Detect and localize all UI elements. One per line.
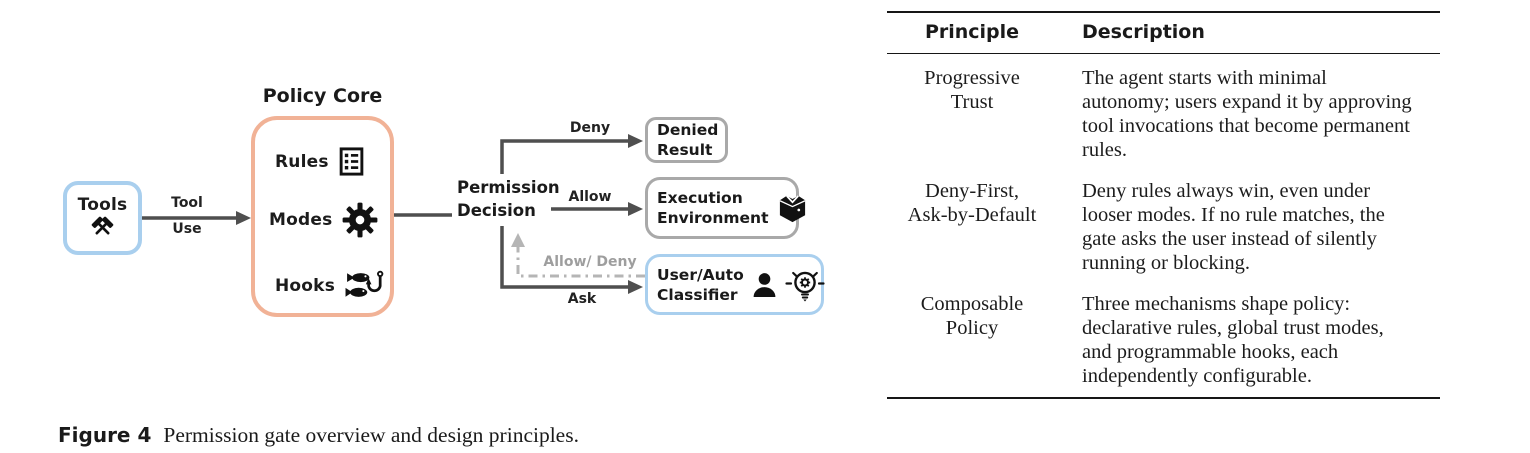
figure-caption-text: Permission gate overview and design prin… [163,423,579,447]
denied-result-line2: Result [657,141,713,159]
design-principles-table: Principle Description Progressive Trust … [887,11,1440,399]
lightbulb-gear-icon [785,271,825,302]
policy-item-rules: Rules [275,147,364,176]
user-auto-classifier-node: User/Auto Classifier [645,254,825,315]
table-row: Composable Policy Three mechanisms shape… [887,280,1440,397]
package-icon [780,194,806,222]
policy-core-title: Policy Core [262,85,383,107]
permission-decision-line2: Decision [457,201,536,220]
tools-label: Tools [77,195,128,215]
hooks-label: Hooks [275,276,336,296]
gear-icon [343,202,378,238]
tool-use-label-line1: Tool [171,195,203,211]
connector-lines [141,134,645,294]
user-auto-classifier-line1: User/Auto [657,265,744,284]
description-cell: Three mechanisms shape policy: declarati… [1082,293,1384,387]
policy-core-node: Rules Modes [251,116,394,317]
user-auto-classifier-line2: Classifier [657,285,738,304]
arrowhead-feedback [511,233,525,247]
arrowhead-tool-use [236,211,251,225]
principle-cell: Composable Policy [920,293,1024,339]
table-header-row: Principle Description [887,13,1440,54]
allow-deny-feedback-label: Allow/ Deny [543,254,637,270]
permission-decision-line1: Permission [457,178,560,197]
table-row: Progressive Trust The agent starts with … [887,54,1440,167]
table-row: Deny-First, Ask-by-Default Deny rules al… [887,167,1440,280]
execution-environment-node: Execution Environment [645,177,806,239]
header-description: Description [1082,21,1205,43]
rules-label: Rules [275,151,329,172]
permission-decision-node: Permission Decision [457,176,560,222]
person-icon [753,272,776,297]
description-cell: Deny rules always win, even under looser… [1082,180,1385,274]
principle-cell: Progressive Trust [924,67,1020,113]
denied-result-line1: Denied [657,121,719,139]
modes-label: Modes [269,210,333,230]
policy-item-modes: Modes [269,202,378,238]
policy-item-hooks: Hooks [275,270,387,302]
tools-node: Tools [63,181,142,255]
checklist-icon [339,147,363,176]
execution-environment-line1: Execution [657,189,743,207]
deny-edge-label: Deny [569,120,611,136]
header-principle: Principle [924,21,1020,43]
execution-environment-line2: Environment [657,209,769,227]
fish-and-hook-icon [345,270,384,297]
figure-caption-label: Figure 4 [58,423,152,447]
tool-use-label-line2: Use [172,221,202,237]
arrowhead-allow [628,202,643,216]
principle-cell: Deny-First, Ask-by-Default [907,180,1037,226]
crossed-hammers-icon [91,216,114,235]
ask-edge-label: Ask [567,291,597,307]
edge-deny [500,139,628,174]
description-cell: The agent starts with minimal autonomy; … [1082,67,1412,161]
edge-ask [500,226,628,289]
denied-result-node: Denied Result [645,117,728,163]
arrowhead-ask [628,280,643,294]
figure-caption: Figure 4 Permission gate overview and des… [58,423,579,448]
allow-edge-label: Allow [568,189,612,205]
arrowhead-deny [628,134,643,148]
